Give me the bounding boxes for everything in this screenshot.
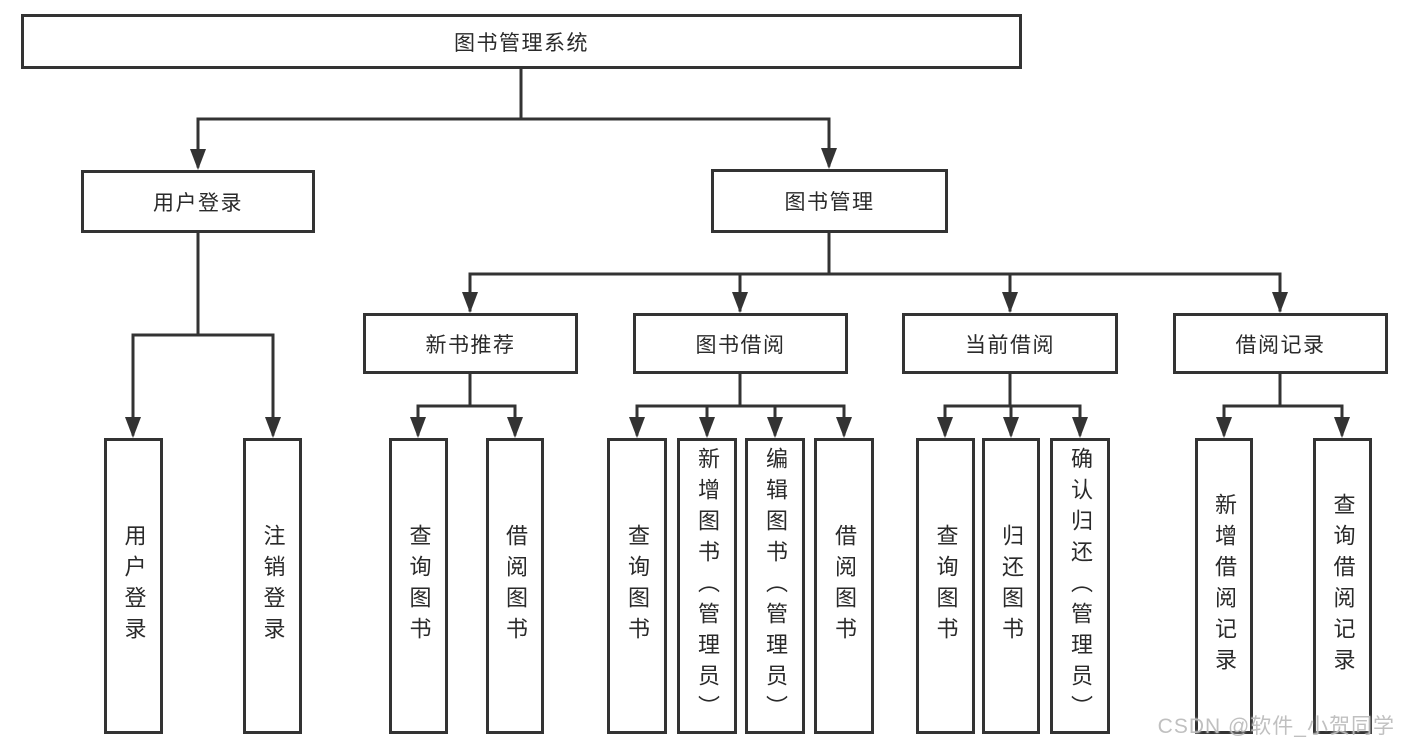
csdn-watermark: CSDN @软件_小贺同学 [1157,715,1395,738]
leaf-borrowing-query-books: 查询图书 [607,438,667,734]
connector-borrow-records-to-leaves [1216,372,1350,438]
leaf-recommend-borrow-books: 借阅图书 [486,438,544,734]
node-new-book-recommend-label: 新书推荐 [425,333,516,357]
leaf-logout-label: 注销登录 [260,524,286,648]
node-library-system: 图书管理系统 [21,14,1022,69]
connector-root-to-branches [190,67,837,170]
connector-new-book-recommend-to-leaves [410,372,523,438]
node-library-system-label: 图书管理系统 [454,31,589,55]
leaf-user-login: 用户登录 [104,438,163,734]
leaf-current-query-books: 查询图书 [916,438,975,734]
leaf-logout: 注销登录 [243,438,302,734]
leaf-recommend-query-books: 查询图书 [389,438,448,734]
connector-book-borrowing-to-leaves [629,372,852,438]
leaf-borrowing-add-books-admin: 新增图书（管理员） [677,438,737,734]
connector-current-borrowing-to-leaves [937,372,1088,438]
leaf-current-confirm-return-admin: 确认归还（管理员） [1050,438,1110,734]
leaf-borrowing-add-books-admin-label: 新增图书（管理员） [695,446,720,726]
node-book-management: 图书管理 [711,169,948,233]
leaf-borrowing-edit-books-admin: 编辑图书（管理员） [745,438,805,734]
leaf-records-query-borrow-record-label: 查询借阅记录 [1330,493,1356,679]
leaf-current-return-books-label: 归还图书 [999,524,1024,648]
node-current-borrowing: 当前借阅 [902,313,1118,374]
leaf-borrowing-query-books-label: 查询图书 [625,524,650,648]
node-new-book-recommend: 新书推荐 [363,313,578,374]
node-borrow-records-label: 借阅记录 [1235,333,1326,357]
leaf-records-add-borrow-record: 新增借阅记录 [1195,438,1253,734]
leaf-borrowing-borrow-books-label: 借阅图书 [832,524,857,648]
leaf-recommend-borrow-books-label: 借阅图书 [503,524,528,648]
leaf-current-query-books-label: 查询图书 [933,524,959,648]
node-user-login-branch-label: 用户登录 [153,191,243,215]
node-book-borrowing-label: 图书借阅 [695,333,786,357]
leaf-current-confirm-return-admin-label: 确认归还（管理员） [1068,446,1093,726]
connector-book-management-to-modules [462,231,1288,313]
leaf-borrowing-edit-books-admin-label: 编辑图书（管理员） [763,446,788,726]
leaf-user-login-label: 用户登录 [121,524,147,648]
connector-user-login-to-leaves [125,231,281,438]
node-borrow-records: 借阅记录 [1173,313,1388,374]
node-book-borrowing: 图书借阅 [633,313,848,374]
leaf-current-return-books: 归还图书 [982,438,1040,734]
node-user-login-branch: 用户登录 [81,170,315,233]
node-current-borrowing-label: 当前借阅 [965,333,1055,357]
leaf-recommend-query-books-label: 查询图书 [406,524,432,648]
leaf-borrowing-borrow-books: 借阅图书 [814,438,874,734]
node-book-management-label: 图书管理 [784,191,875,214]
leaf-records-query-borrow-record: 查询借阅记录 [1313,438,1372,734]
leaf-records-add-borrow-record-label: 新增借阅记录 [1212,493,1237,679]
